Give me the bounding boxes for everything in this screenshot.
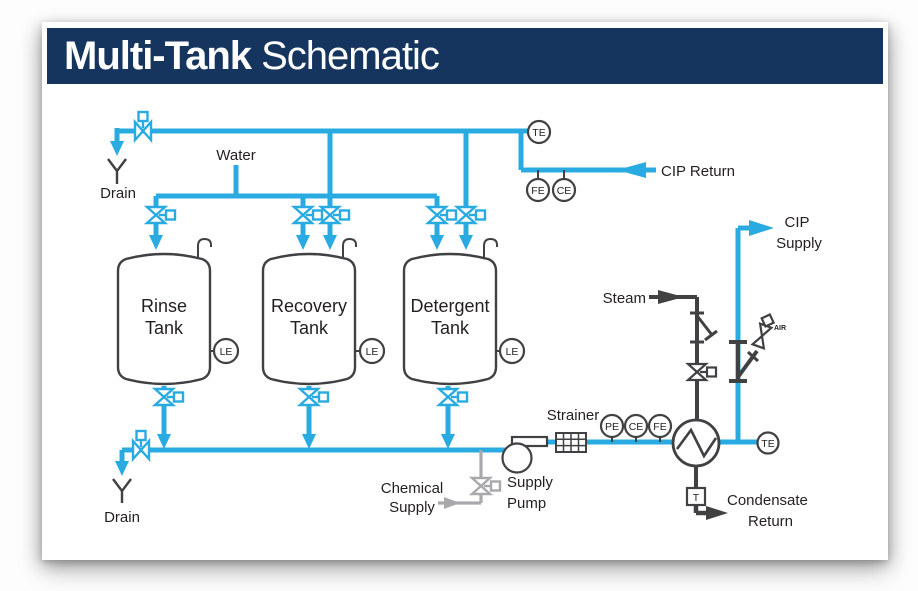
- chemical-supply-arrow: [444, 497, 460, 509]
- condensate-label-2: Return: [748, 513, 793, 530]
- schematic-card: Multi-Tank Schematic: [42, 22, 888, 560]
- fe-discharge-instrument: FE: [647, 413, 673, 439]
- svg-text:FE: FE: [531, 185, 544, 197]
- heat-exchanger: [671, 418, 721, 468]
- detergent-outlet-valve: [437, 387, 469, 407]
- te-outlet-instrument: TE: [756, 431, 780, 455]
- cip-supply-pipe: [735, 220, 774, 442]
- cip-supply-label-2: Supply: [776, 235, 822, 252]
- chemical-supply-label-2: Supply: [389, 499, 435, 516]
- drain-top-label: Drain: [100, 185, 136, 202]
- condensate-label-1: Condensate: [727, 492, 808, 509]
- svg-text:CE: CE: [629, 421, 644, 433]
- rinse-level-instrument: LE: [212, 337, 240, 365]
- svg-text:CE: CE: [557, 185, 572, 197]
- chemical-supply-label-1: Chemical: [381, 480, 444, 497]
- page-title: Multi-Tank Schematic: [47, 33, 440, 79]
- steam-lever-fitting: [696, 316, 718, 342]
- steam-trap-label: T: [693, 492, 700, 504]
- cip-return-label: CIP Return: [661, 163, 735, 180]
- drain-bottom: [112, 478, 132, 503]
- recovery-level-instrument: LE: [358, 337, 386, 365]
- cip-return-arrow: [617, 162, 646, 178]
- page-title-bold: Multi-Tank: [64, 33, 252, 78]
- strainer: [555, 432, 587, 453]
- svg-text:LE: LE: [220, 346, 233, 358]
- instrument-ticks: [210, 170, 661, 442]
- svg-text:PE: PE: [605, 421, 619, 433]
- condensate-return-arrow: [706, 506, 728, 520]
- fe-return-instrument: FE: [525, 177, 551, 203]
- air-valve-label: AIR: [774, 325, 786, 332]
- steam-label: Steam: [603, 290, 646, 307]
- top-header-valve: [133, 110, 153, 142]
- cip-top-header-pipe: [110, 128, 656, 207]
- title-bar: Multi-Tank Schematic: [47, 28, 883, 84]
- page-title-regular: Schematic: [251, 33, 440, 78]
- svg-text:FE: FE: [653, 421, 666, 433]
- chemical-supply-valve: [470, 476, 502, 496]
- svg-text:TE: TE: [761, 438, 774, 450]
- te-top-instrument: TE: [526, 119, 552, 145]
- recovery-water-inlet-valve: [292, 205, 324, 225]
- supply-pump-label-2: Pump: [507, 495, 546, 512]
- detergent-water-inlet-valve: [426, 205, 458, 225]
- detergent-tank-label-1: Detergent: [410, 296, 489, 316]
- air-blow-assembly: AIR: [729, 313, 786, 383]
- drain-top: [107, 158, 127, 184]
- water-header-pipe: [153, 165, 440, 207]
- svg-text:LE: LE: [506, 346, 519, 358]
- detergent-cip-inlet-valve: [455, 205, 487, 225]
- svg-text:LE: LE: [366, 346, 379, 358]
- ce-discharge-instrument: CE: [623, 413, 649, 439]
- cip-supply-label-1: CIP: [784, 214, 809, 231]
- detergent-level-instrument: LE: [498, 337, 526, 365]
- tank-inlet-pipes: [149, 223, 473, 250]
- recovery-cip-inlet-valve: [319, 205, 351, 225]
- rinse-outlet-valve: [153, 387, 185, 407]
- ce-return-instrument: CE: [551, 177, 577, 203]
- rinse-tank-label-1: Rinse: [141, 296, 187, 316]
- suction-header-valve: [131, 429, 151, 461]
- water-label: Water: [216, 147, 255, 164]
- rinse-tank-label-2: Tank: [145, 318, 184, 338]
- supply-pump-label-1: Supply: [507, 474, 553, 491]
- recovery-outlet-valve: [298, 387, 330, 407]
- heat-exchanger-coil: [675, 427, 718, 459]
- rinse-inlet-valve: [145, 205, 177, 225]
- recovery-tank-label-1: Recovery: [271, 296, 347, 316]
- air-valve: [750, 313, 776, 351]
- steam-arrow: [658, 290, 684, 304]
- condensate-return-pipe: T: [685, 466, 728, 520]
- process-schematic: AIR T: [100, 110, 822, 530]
- suction-header-pipe: [115, 439, 757, 476]
- detergent-tank-label-2: Tank: [431, 318, 470, 338]
- cip-supply-arrow: [749, 220, 774, 236]
- drain-bottom-label: Drain: [104, 509, 140, 526]
- strainer-label: Strainer: [547, 407, 600, 424]
- recovery-tank-label-2: Tank: [290, 318, 329, 338]
- steam-pipe: [649, 290, 718, 421]
- svg-text:TE: TE: [532, 127, 545, 139]
- pe-discharge-instrument: PE: [599, 413, 625, 439]
- supply-pump: [501, 435, 549, 474]
- steam-valve: [686, 362, 718, 382]
